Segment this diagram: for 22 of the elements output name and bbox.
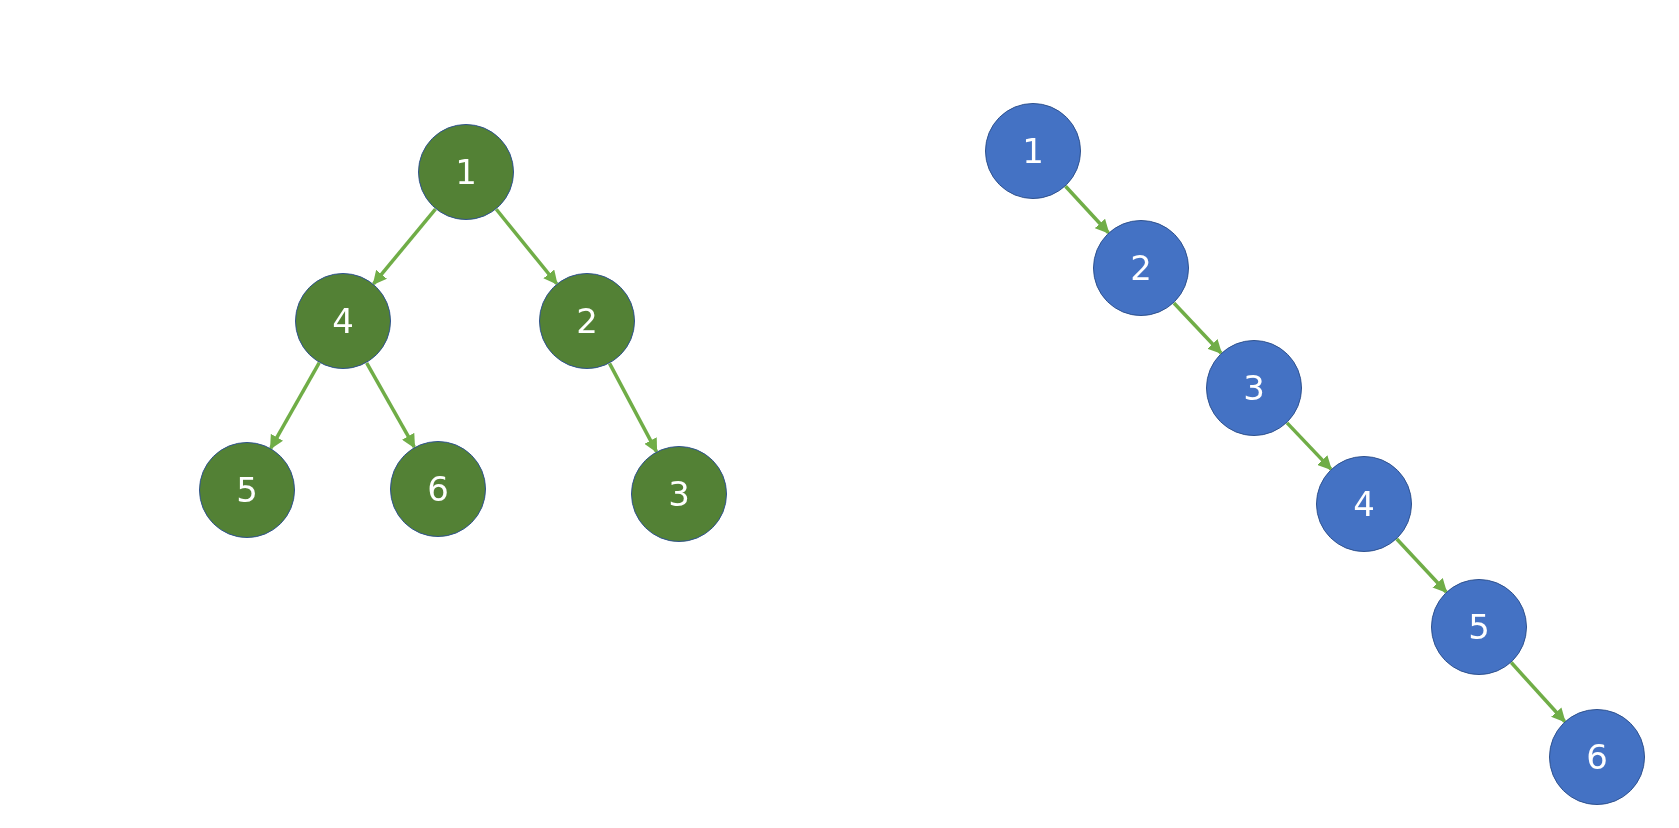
arrow (1285, 421, 1333, 471)
arrow (365, 361, 416, 449)
arrow (494, 208, 559, 285)
node-label: 4 (1353, 487, 1375, 521)
node-label: 1 (1022, 134, 1044, 168)
node-label: 5 (1468, 610, 1490, 644)
arrow (608, 362, 658, 453)
arrow (372, 207, 437, 286)
node-label: 3 (668, 477, 690, 511)
arrow (1172, 301, 1223, 355)
node-label: 2 (576, 304, 598, 338)
arrow (269, 361, 321, 450)
node-label: 6 (427, 472, 449, 506)
node-label: 6 (1586, 740, 1608, 774)
node-label: 5 (236, 473, 258, 507)
arrow (1064, 185, 1110, 234)
arrow (1509, 661, 1567, 723)
node-label: 3 (1243, 371, 1265, 405)
node-label: 1 (455, 155, 477, 189)
node-label: 2 (1130, 251, 1152, 285)
node-label: 4 (332, 304, 354, 338)
arrow (1395, 537, 1448, 594)
